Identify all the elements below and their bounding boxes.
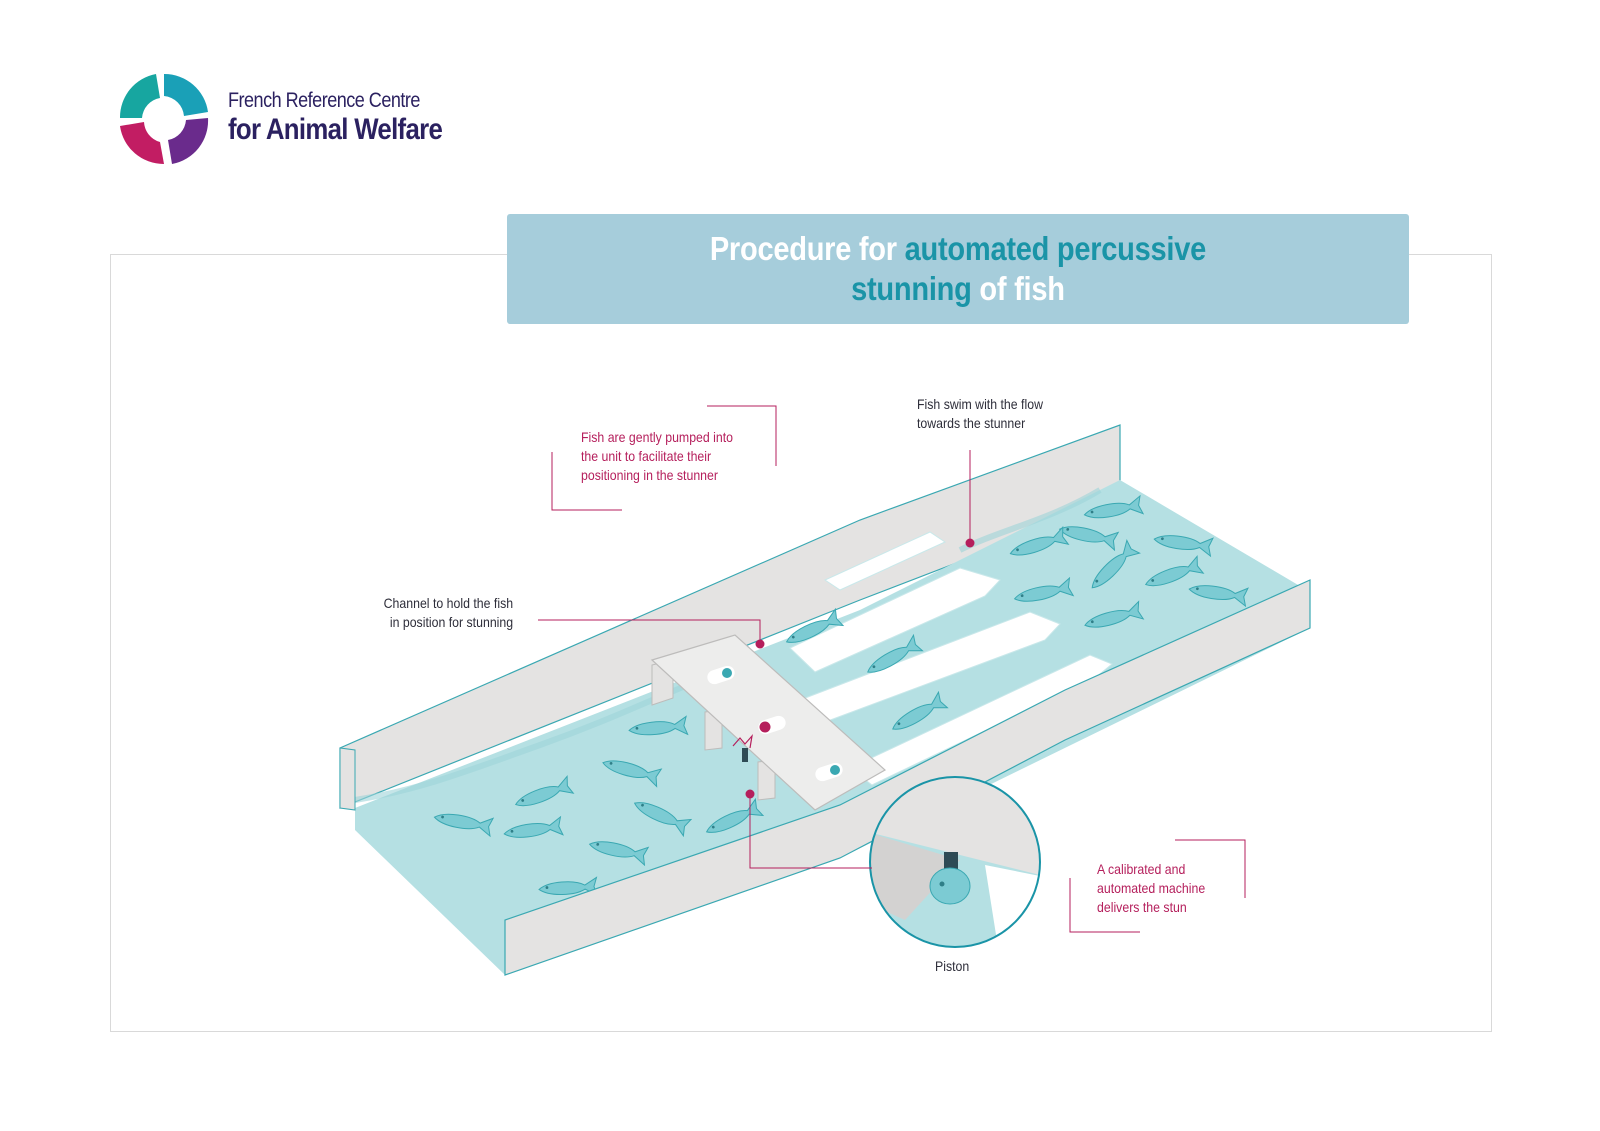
label-machine-line-1: A calibrated and [1097,861,1186,877]
title-part-3: stunning [851,270,972,307]
label-pumped-line-1: Fish are gently pumped into [581,429,734,445]
label-channel-line-2: in position for stunning [389,614,513,630]
piston-lens [869,776,1041,948]
front-wall [504,579,1311,976]
stunner-bridge [650,634,887,811]
logo-emblem-icon [119,73,209,165]
leader-lines [538,405,1246,933]
label-pumped: Fish are gently pumped into the unit to … [581,428,733,485]
logo-line-2: for Animal Welfare [228,113,443,146]
label-flow-line-2: towards the stunner [917,415,1026,431]
logo: French Reference Centre for Animal Welfa… [112,68,452,168]
label-piston: Piston [935,958,970,974]
title-banner: Procedure for automated percussive stunn… [507,214,1409,324]
label-pumped-line-2: the unit to facilitate their [581,448,712,464]
label-pumped-line-3: positioning in the stunner [581,467,718,483]
logo-text: French Reference Centre for Animal Welfa… [228,90,477,145]
label-machine: A calibrated and automated machine deliv… [1097,860,1205,917]
title-part-4: of fish [979,270,1066,307]
label-channel-line-1: Channel to hold the fish [383,595,513,611]
title-part-2: automated percussive [904,230,1207,267]
label-machine-line-3: delivers the stun [1097,899,1187,915]
label-channel: Channel to hold the fish in position for… [384,594,513,632]
label-machine-line-2: automated machine [1097,880,1206,896]
title-part-1: Procedure for [709,230,897,267]
label-flow-line-1: Fish swim with the flow [917,396,1043,412]
logo-line-1: French Reference Centre [228,89,420,112]
page-title: Procedure for automated percussive stunn… [710,229,1206,309]
label-flow: Fish swim with the flow towards the stun… [917,395,1043,433]
